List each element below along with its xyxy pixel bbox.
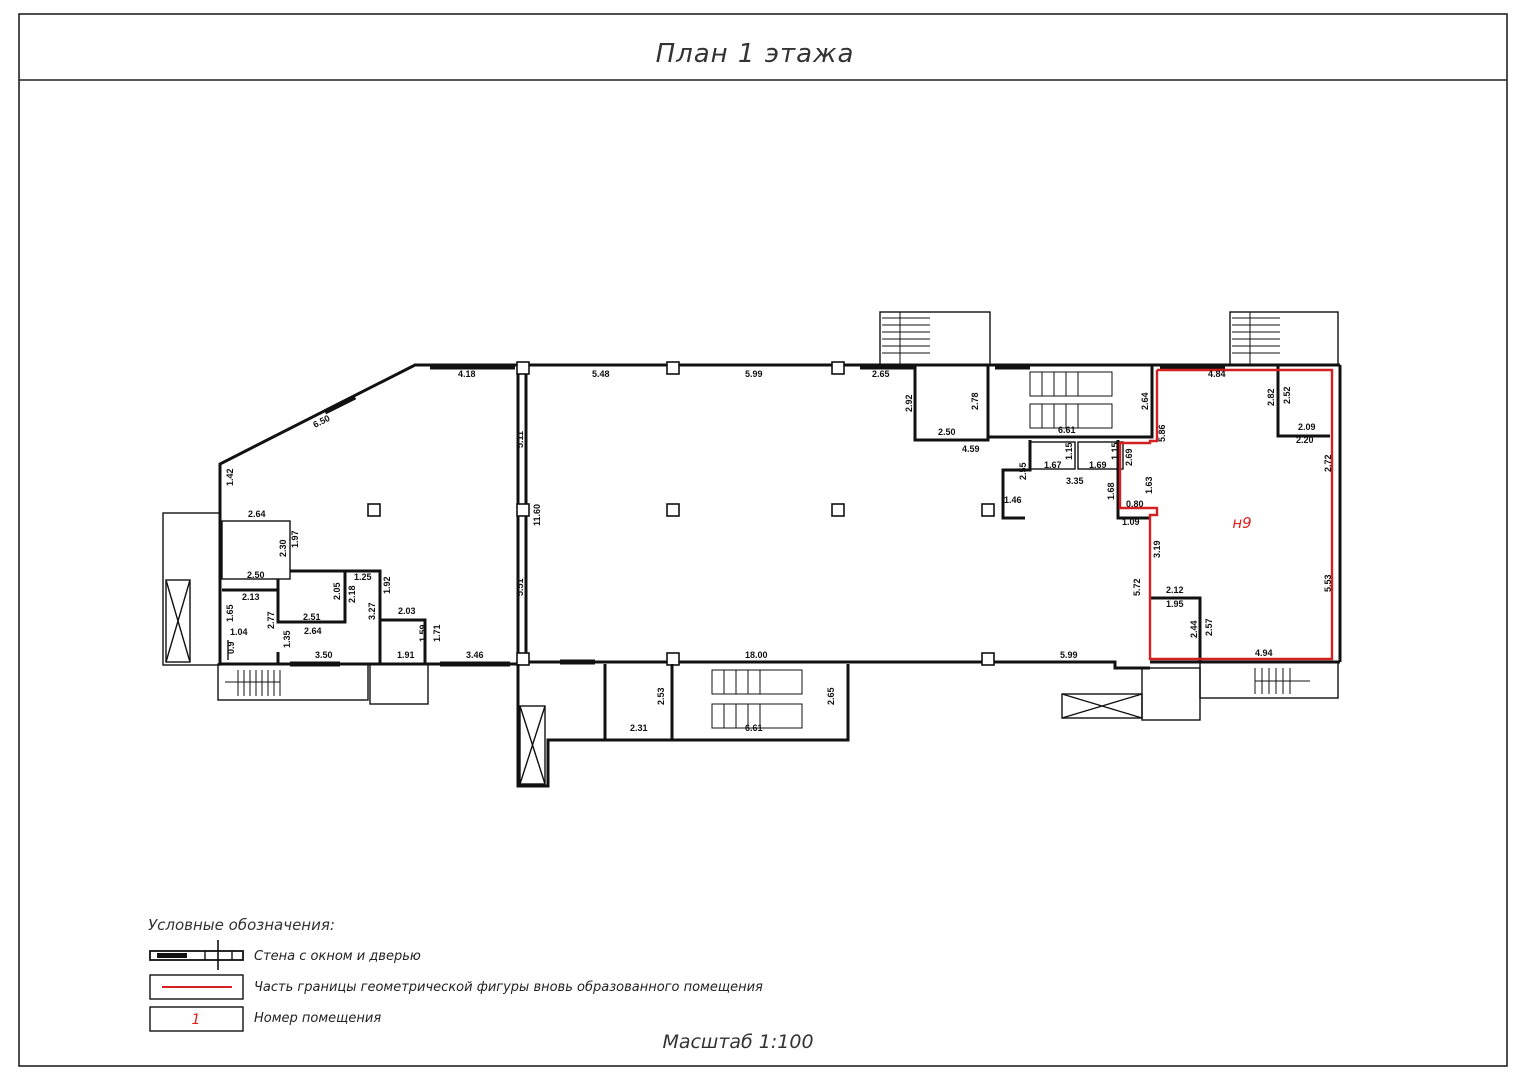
dim-label: 4.59 [962,444,980,454]
dim-label: 1.15 [1064,442,1074,460]
dim-label: 3.46 [466,650,484,660]
dim-label: 11.60 [532,504,542,526]
dim-label: 5.86 [1157,424,1167,442]
dim-label: 5.72 [1132,578,1142,596]
legend-number-box [149,1006,244,1032]
legend-number-sample: 1 [192,1012,201,1028]
dim-label: 1.59 [418,624,428,642]
dim-label: 2.31 [630,723,648,733]
dim-label: 2.57 [1204,618,1214,636]
dim-label: 0.9 [226,641,236,654]
dim-label: 1.04 [230,627,248,637]
dim-label: 2.50 [938,427,956,437]
dim-label: 2.20 [1296,435,1314,445]
dim-label: 5.53 [1323,574,1333,592]
dim-label: 2.64 [1140,392,1150,410]
dim-label: 2.64 [248,509,266,519]
legend-number-text: Номер помещения [254,1011,381,1026]
dim-label: 1.71 [432,624,442,642]
dim-label: 1.92 [382,576,392,594]
dim-label: 2.51 [303,612,321,622]
dim-label: 3.50 [315,650,333,660]
dim-label: 6.61 [1058,425,1076,435]
legend-wall-symbol [149,940,244,970]
dim-label: 4.84 [1208,369,1226,379]
dim-label: 2.13 [242,592,260,602]
dim-label: 2.53 [656,687,666,705]
scale-label: Масштаб 1:100 [662,1031,813,1053]
dim-label: 3.35 [1066,476,1084,486]
dim-label: 2.44 [1189,620,1199,638]
dimension-labels: 4.18 5.48 5.99 2.65 6.50 1.42 2.64 2.30 … [225,369,1333,733]
dim-label: 1.42 [225,468,235,486]
dim-label: 1.46 [1004,495,1022,505]
dim-label: 5.48 [592,369,610,379]
dim-label: 1.15 [1110,442,1120,460]
dim-label: 5.51 [515,578,525,596]
dim-label: 6.61 [745,723,763,733]
dim-label: 5.11 [515,431,525,448]
dim-label: 1.35 [282,630,292,648]
dim-label: 0.80 [1126,499,1144,509]
dim-label: 2.05 [332,582,342,600]
dim-label: 2.69 [1124,448,1134,466]
dim-label: 3.27 [367,602,377,620]
dim-label: 1.97 [290,530,300,548]
dim-label: 2.12 [1166,585,1184,595]
dim-label: 2.92 [904,394,914,412]
dim-label: 1.69 [1089,460,1107,470]
dim-label: 2.65 [826,687,836,705]
legend-wall-text: Стена с окном и дверью [254,949,421,964]
dim-label: 1.63 [1144,476,1154,494]
dim-label: 2.82 [1266,388,1276,406]
dim-label: 2.72 [1323,454,1333,472]
columns [367,361,995,666]
dim-label: 3.19 [1152,540,1162,558]
building-walls [218,363,1342,670]
dim-label: 1.67 [1044,460,1062,470]
dim-label: 2.65 [872,369,890,379]
dim-label: 18.00 [745,650,768,660]
dim-label: 5.99 [745,369,763,379]
dim-label: 1.25 [354,572,372,582]
dim-label: 1.91 [397,650,415,660]
left-wing-rooms [162,512,429,705]
dim-label: 1.68 [1106,482,1116,500]
dim-label: 2.77 [266,611,276,629]
room-number-n9: н9 [1232,514,1251,532]
dim-label: 2.50 [247,570,265,580]
sheet-frame [18,13,1508,1067]
legend: Условные обозначения: Стена с окном и дв… [148,916,763,1032]
new-room-boundary [1118,368,1334,661]
dim-label: 2.64 [304,626,322,636]
dim-label: 2.03 [398,606,416,616]
plan-title: План 1 этажа [656,39,855,69]
dim-label: 5.99 [1060,650,1078,660]
dim-label: 1.09 [1122,517,1140,527]
dim-label: 4.18 [458,369,476,379]
dim-label: 2.30 [278,539,288,557]
dim-label: 1.65 [225,604,235,622]
dim-label: 2.55 [1018,462,1028,480]
dim-label: 4.94 [1255,648,1273,658]
legend-boundary-text: Часть границы геометрической фигуры внов… [254,980,763,995]
dim-label: 2.09 [1298,422,1316,432]
dim-label: 1.95 [1166,599,1184,609]
dim-label: 2.78 [970,392,980,410]
dim-label: 2.18 [347,585,357,603]
legend-heading: Условные обозначения: [148,916,335,934]
bottom-annex [516,664,850,788]
dim-label: 2.52 [1282,386,1292,404]
service-rooms [879,311,1339,721]
legend-red-line-box [149,974,244,1000]
